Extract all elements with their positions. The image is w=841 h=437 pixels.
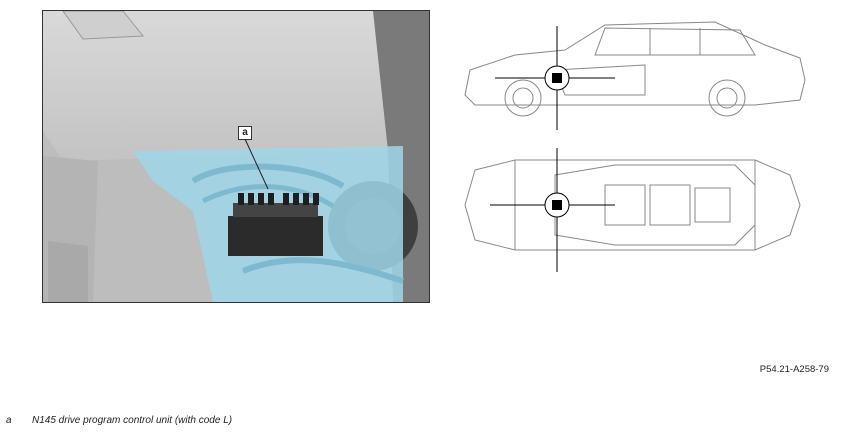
figure-code: P54.21-A258-79 [759, 364, 829, 375]
car-side-view [464, 21, 806, 117]
side-location-marker [495, 26, 615, 130]
component-location-photo [42, 10, 430, 303]
legend-text: N145 drive program control unit (with co… [32, 415, 233, 426]
car-top-view [464, 159, 801, 251]
legend: a N145 drive program control unit (with c… [6, 415, 232, 426]
vehicle-location-diagram [455, 10, 815, 310]
legend-key: a [6, 415, 12, 426]
footwell-illustration [43, 11, 429, 302]
dashboard-panel [43, 11, 403, 161]
callout-a: a [238, 126, 252, 140]
top-location-marker [490, 148, 615, 272]
control-unit-n145 [228, 216, 323, 256]
